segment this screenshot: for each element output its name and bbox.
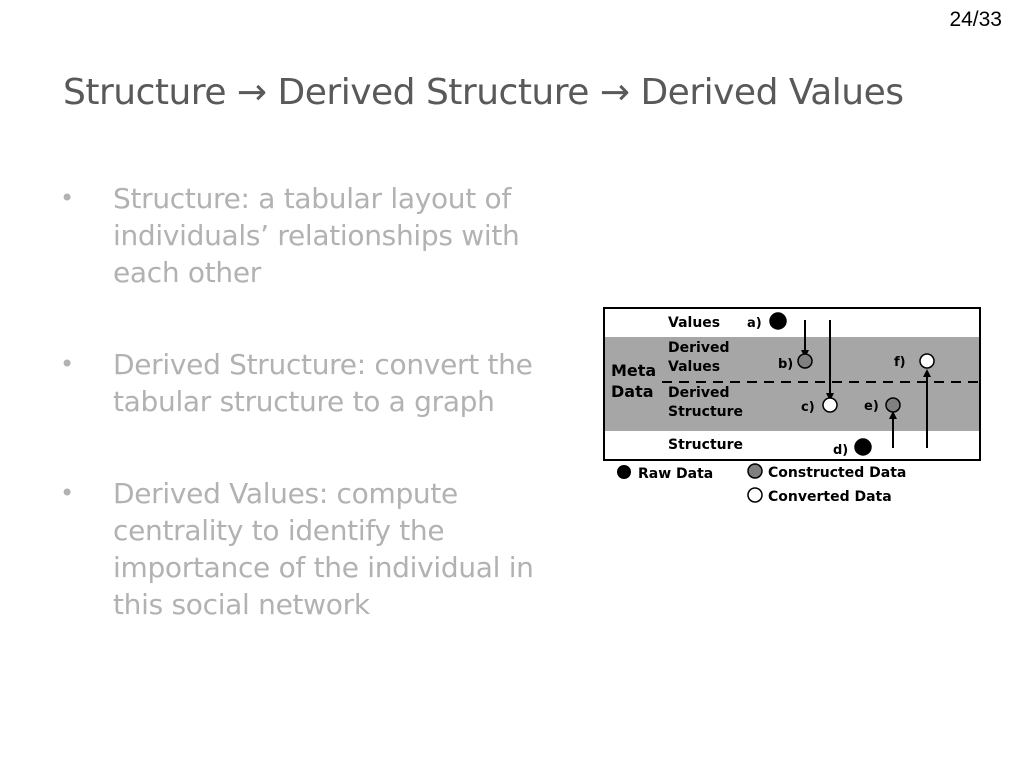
point-b-constructed [797,353,813,369]
meta-label-meta: Meta [611,361,656,380]
bullet-structure: • Structure: a tabular layout of individ… [60,180,590,291]
legend-converted-icon [747,487,763,503]
row-label-values: Values [668,315,720,331]
bullet-dot-icon: • [60,184,74,212]
bullet-text: Derived Values: compute centrality to id… [113,477,534,621]
bullet-text: Derived Structure: convert the tabular s… [113,348,533,418]
row-label-derived-values-2: Values [668,359,720,375]
bullet-dot-icon: • [60,479,74,507]
row-label-structure: Structure [668,437,743,453]
row-label-derived-structure-2: Structure [668,404,743,420]
data-structure-diagram: Values Derived Values Derived Structure … [602,306,982,511]
point-c-converted [822,397,838,413]
bullet-derived-values: • Derived Values: compute centrality to … [60,475,590,623]
point-d-raw [854,438,872,456]
marker-label-e: e) [864,399,879,414]
marker-label-b: b) [778,357,793,372]
bullet-list: • Structure: a tabular layout of individ… [60,180,590,623]
legend-raw-icon [617,465,631,479]
bullet-dot-icon: • [60,350,74,378]
legend-raw-label: Raw Data [638,466,713,482]
marker-label-f: f) [894,355,906,370]
marker-label-a: a) [747,316,762,331]
point-a-raw [769,312,787,330]
legend-constructed-icon [747,463,763,479]
bullet-derived-structure: • Derived Structure: convert the tabular… [60,346,590,420]
page-number: 24/33 [949,8,1002,31]
point-f-converted [919,353,935,369]
meta-data-band [605,337,979,431]
bullet-text: Structure: a tabular layout of individua… [113,182,520,289]
row-label-derived-values-1: Derived [668,340,729,356]
slide-title: Structure → Derived Structure → Derived … [63,72,904,113]
marker-label-c: c) [801,400,815,415]
point-e-constructed [885,397,901,413]
row-label-derived-structure-1: Derived [668,385,729,401]
legend-constructed-label: Constructed Data [768,465,906,481]
meta-label-data: Data [611,382,654,401]
marker-label-d: d) [833,443,848,458]
legend-converted-label: Converted Data [768,489,892,505]
